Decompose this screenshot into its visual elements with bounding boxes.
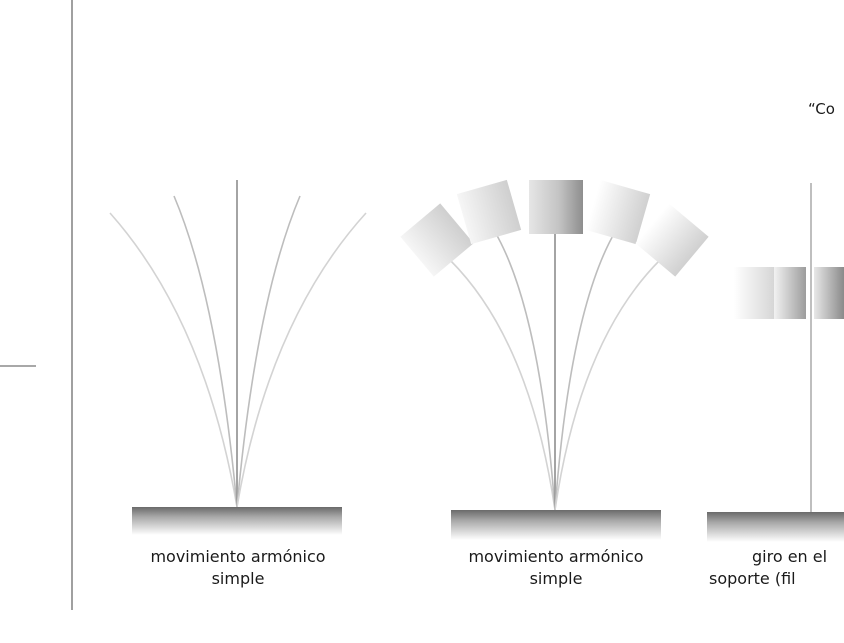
panel-2-card-far-right: [635, 203, 709, 277]
panel-2-stems: [449, 231, 661, 511]
panel-3-card-strip-3: [814, 267, 844, 319]
panel-2-stem-far-right: [554, 259, 661, 511]
panel-1-stem-right: [236, 195, 301, 508]
panel-2-base: [451, 510, 661, 540]
panel-1-stems: [109, 180, 367, 508]
panel-2-card-far-left: [400, 203, 474, 277]
panel-3-caption-line-1: giro en el: [752, 547, 828, 566]
panel-3-caption-line-2: soporte (fil: [709, 569, 796, 588]
panel-2-stem-left: [494, 231, 556, 511]
panel-1-caption: movimiento armónico simple: [108, 546, 368, 590]
panel-2-caption-line-2: simple: [529, 569, 583, 588]
panel-1-stem-left: [173, 195, 238, 508]
quote-fragment: “Co: [808, 100, 835, 118]
panel-1-caption-line-1: movimiento armónico: [150, 547, 326, 566]
panel-1-stem-far-right: [236, 212, 367, 508]
panel-3-rotating-card: [734, 267, 844, 319]
panel-2-stem-right: [554, 231, 616, 511]
panel-1-stem-far-left: [109, 212, 238, 508]
panel-3-base: [707, 512, 844, 542]
panel-2-cards: [400, 179, 709, 277]
panel-2-card-left: [456, 179, 522, 245]
panel-2-card-right: [585, 179, 651, 245]
panel-1-base: [132, 507, 342, 535]
panel-2-caption: movimiento armónico simple: [426, 546, 686, 590]
panel-3-card-strip-2: [774, 267, 806, 319]
panel-2-caption-line-1: movimiento armónico: [468, 547, 644, 566]
panel-1-caption-line-2: simple: [211, 569, 265, 588]
panel-3-card-strip-1: [734, 267, 774, 319]
panel-2-card-center: [529, 180, 583, 234]
panel-3-caption: giro en el soporte (fil: [706, 546, 844, 590]
panel-2-stem-far-left: [449, 259, 556, 511]
